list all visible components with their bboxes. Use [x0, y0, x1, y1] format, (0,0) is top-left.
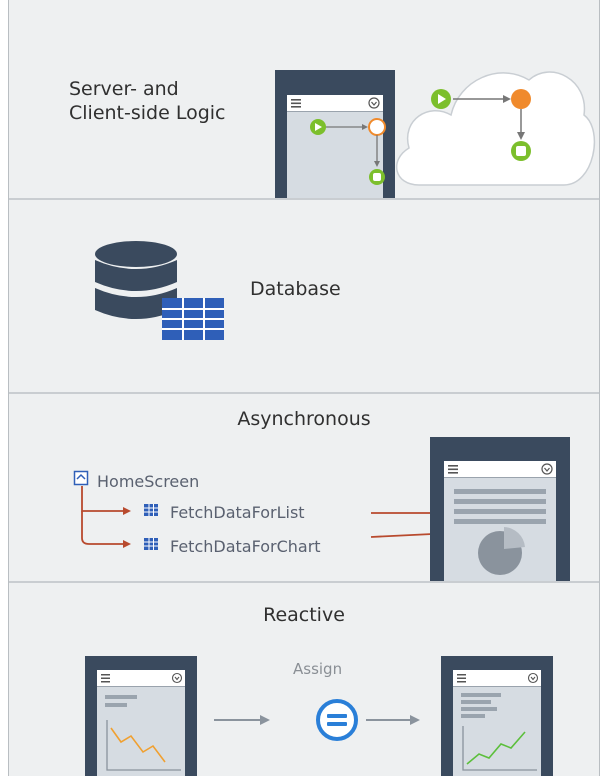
line-chart-icon — [462, 726, 537, 771]
dropdown-icon — [527, 672, 539, 684]
dropdown-icon — [541, 463, 553, 475]
logic-phone-screen — [287, 95, 383, 200]
async-title: Asynchronous — [237, 408, 371, 430]
cloud-flow — [431, 89, 531, 161]
hamburger-icon — [101, 674, 110, 683]
reactive-after-content — [457, 672, 539, 771]
assign-label: Assign — [293, 660, 343, 678]
screen-icon — [73, 470, 89, 486]
process-node-icon — [511, 89, 531, 109]
line-chart-icon — [106, 720, 181, 771]
reactive-phone-before-screen — [97, 670, 185, 776]
table-icon — [144, 504, 158, 516]
screen-toolbar — [444, 461, 556, 478]
logic-title-line1: Server- and — [69, 78, 179, 100]
dropdown-icon — [171, 672, 183, 684]
cloud-graphic — [395, 71, 596, 186]
phone-flow — [310, 118, 386, 185]
screen-toolbar — [453, 670, 541, 687]
reactive-flow — [214, 699, 420, 741]
table-icon — [162, 298, 224, 340]
process-node-icon — [368, 118, 386, 136]
table-icon — [144, 538, 158, 550]
diagram-frame: Server- and Client-side Logic — [8, 0, 600, 776]
tree-root-label: HomeScreen — [97, 472, 200, 491]
reactive-phone-before — [85, 656, 197, 776]
arrow-icon — [366, 715, 420, 725]
screen-toolbar — [97, 670, 185, 687]
arrow-icon — [214, 715, 270, 725]
database-title: Database — [250, 278, 341, 300]
tree-connectors — [81, 486, 131, 548]
reactive-title: Reactive — [263, 604, 345, 626]
assign-icon — [316, 699, 358, 741]
tree-child-chart: FetchDataForChart — [170, 537, 321, 556]
reactive-phone-after-screen — [453, 670, 541, 776]
async-screen-content — [448, 463, 553, 575]
reactive-phone-after — [441, 656, 553, 776]
database-icon — [95, 241, 224, 340]
phone-toolbar-icons — [291, 97, 380, 109]
section-divider-3 — [9, 581, 599, 583]
screen-toolbar — [287, 95, 383, 112]
logic-title-line2: Client-side Logic — [69, 102, 226, 124]
hamburger-icon — [448, 465, 458, 474]
hamburger-icon — [291, 99, 301, 108]
section-divider-2 — [9, 392, 599, 394]
hamburger-icon — [457, 674, 466, 683]
dropdown-icon — [368, 97, 380, 109]
tree-child-list: FetchDataForList — [170, 503, 305, 522]
reactive-before-content — [101, 672, 183, 771]
section-divider-1 — [9, 198, 599, 200]
pie-chart-icon — [478, 527, 525, 575]
